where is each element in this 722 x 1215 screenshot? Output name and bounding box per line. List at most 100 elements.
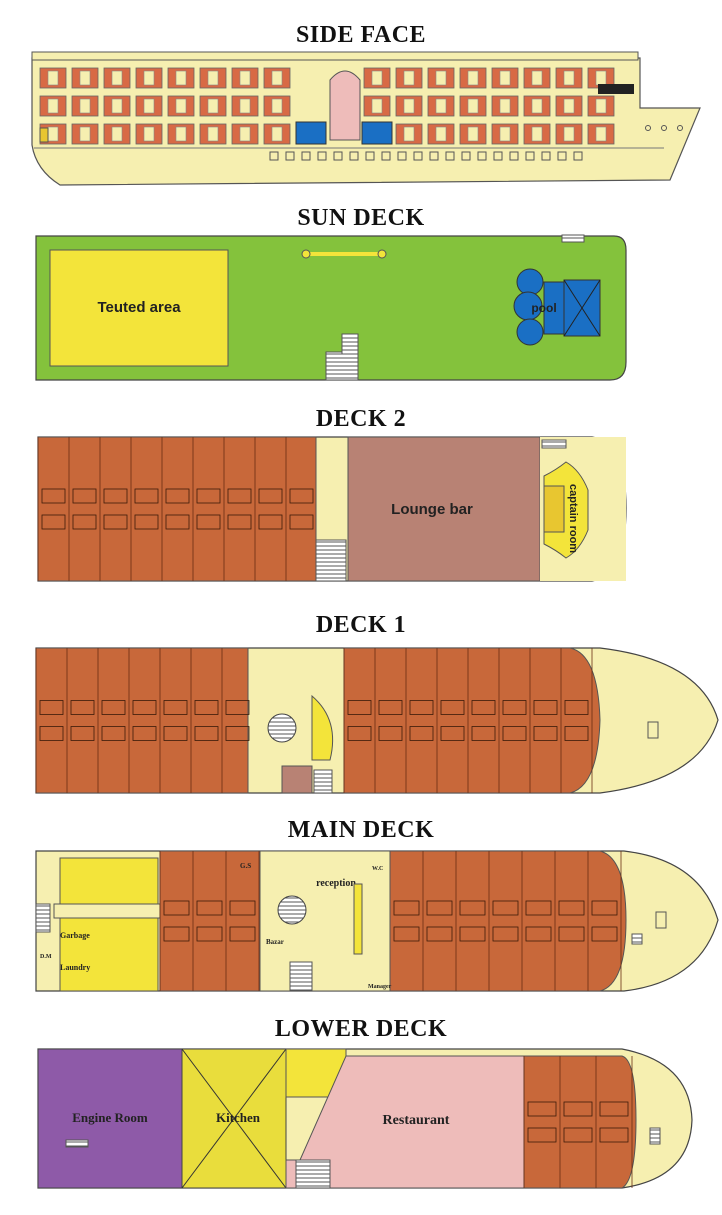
porthole	[493, 151, 503, 161]
cabin-bed	[409, 726, 434, 741]
side-cabin-windows	[39, 67, 615, 145]
gs-label: G.S	[240, 862, 251, 870]
cabin-bed	[134, 514, 159, 530]
cabin-bed	[103, 514, 128, 530]
porthole	[429, 151, 439, 161]
side-face	[31, 51, 701, 186]
porthole	[445, 151, 455, 161]
dm-label: D.M	[40, 954, 52, 960]
cabin-bed	[492, 926, 519, 942]
cabin-bed	[492, 900, 519, 916]
lower-deck-title: LOWER DECK	[274, 1016, 448, 1042]
cabin-bed	[440, 726, 465, 741]
cabin-bed	[378, 726, 403, 741]
cabin-bed	[558, 926, 585, 942]
cabin-bed	[558, 900, 585, 916]
deck-2: Lounge bar captain room	[37, 436, 627, 582]
sun-deck: Teuted area pool	[35, 234, 627, 381]
cabin-bed	[227, 514, 252, 530]
porthole	[557, 151, 567, 161]
deck1-title: DECK 1	[315, 612, 407, 638]
porthole	[541, 151, 551, 161]
porthole	[477, 151, 487, 161]
main-deck: Garbage Laundry D.M G.S reception W.C Ba…	[35, 850, 719, 992]
cabin-bed	[196, 488, 221, 504]
porthole	[461, 151, 471, 161]
porthole	[301, 151, 311, 161]
cabin-bed	[347, 700, 372, 715]
deck1-cabins	[35, 648, 593, 793]
lounge-bar	[347, 436, 541, 582]
cabin-bed	[229, 926, 256, 942]
cabin-bed	[41, 514, 66, 530]
cabin-bed	[591, 926, 618, 942]
cabin-bed	[502, 700, 527, 715]
cabin-bed	[599, 1101, 629, 1117]
cabin-bed	[225, 726, 250, 741]
porthole	[349, 151, 359, 161]
cabin-bed	[471, 700, 496, 715]
cabin-bed	[132, 700, 157, 715]
cabin-bed	[258, 514, 283, 530]
tented-area-label: Teuted area	[97, 299, 181, 316]
deck-1	[35, 647, 719, 794]
cabin-bed	[70, 726, 95, 741]
cabin-bed	[165, 488, 190, 504]
cabin-bed	[564, 726, 589, 741]
cabin-bed	[39, 700, 64, 715]
captain-room-label: captain room	[567, 484, 579, 553]
porthole	[397, 151, 407, 161]
cabin-bed	[229, 900, 256, 916]
lower-deck: Engine Room Kitchen Restaurant	[37, 1048, 693, 1189]
pool	[516, 268, 544, 296]
porthole	[509, 151, 519, 161]
porthole	[285, 151, 295, 161]
cabin-bed	[225, 700, 250, 715]
deck2-cabins	[37, 437, 314, 581]
cabin-bed	[459, 926, 486, 942]
cabin-bed	[101, 700, 126, 715]
cabin-bed	[426, 926, 453, 942]
cabin-bed	[426, 900, 453, 916]
porthole	[381, 151, 391, 161]
garbage-label: Garbage	[60, 931, 90, 940]
cabin-bed	[196, 514, 221, 530]
cabin-bed	[163, 700, 188, 715]
laundry-label: Laundry	[60, 963, 90, 972]
cabin-bed	[599, 1127, 629, 1143]
reception-label: reception	[316, 878, 356, 889]
kitchen-label: Kitchen	[216, 1110, 261, 1125]
cabin-bed	[72, 488, 97, 504]
engine-room-label: Engine Room	[72, 1110, 148, 1125]
lounge-bar-label: Lounge bar	[391, 501, 473, 518]
sun-deck-title: SUN DECK	[297, 205, 425, 231]
porthole	[269, 151, 279, 161]
cabin-bed	[393, 900, 420, 916]
cabin-bed	[163, 926, 190, 942]
cabin-bed	[393, 926, 420, 942]
cabin-bed	[72, 514, 97, 530]
cabin-bed	[502, 726, 527, 741]
cabin-bed	[101, 726, 126, 741]
pool-label: pool	[531, 301, 556, 315]
cabin-bed	[527, 1127, 557, 1143]
cabin-bed	[70, 700, 95, 715]
cabin-bed	[227, 488, 252, 504]
porthole	[365, 151, 375, 161]
cabin-bed	[525, 926, 552, 942]
cabin-bed	[564, 700, 589, 715]
cabin-bed	[289, 514, 314, 530]
bazar-label: Bazar	[266, 938, 284, 946]
cabin-bed	[527, 1101, 557, 1117]
porthole	[573, 151, 583, 161]
cabin-bed	[163, 900, 190, 916]
cabin-bed	[591, 900, 618, 916]
hull-portholes	[269, 151, 583, 161]
cabin-bed	[196, 900, 223, 916]
porthole	[525, 151, 535, 161]
deck2-title: DECK 2	[315, 406, 407, 432]
main-deck-title: MAIN DECK	[287, 817, 435, 843]
restaurant-label: Restaurant	[383, 1113, 450, 1128]
cabin-bed	[289, 488, 314, 504]
